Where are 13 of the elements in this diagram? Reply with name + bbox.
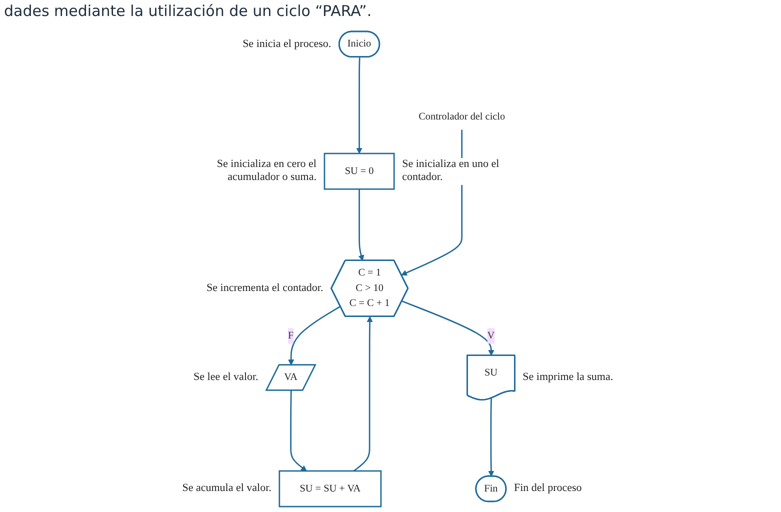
arrow <box>356 57 362 154</box>
node-text: Controlador del ciclo <box>418 111 506 122</box>
arrow <box>402 300 494 356</box>
heading-fragment: dades mediante la utilización de un ciclo “PARA”. <box>4 2 372 20</box>
node-box: SU = 0 <box>324 152 395 190</box>
node-box: SU = SU + VA <box>278 470 382 508</box>
arrow <box>488 398 494 477</box>
arrow <box>358 189 364 261</box>
arrow <box>288 306 341 366</box>
arrow <box>353 316 373 472</box>
arrow <box>290 390 307 472</box>
edge-label: V <box>487 330 495 342</box>
edge-label: F <box>288 330 294 342</box>
